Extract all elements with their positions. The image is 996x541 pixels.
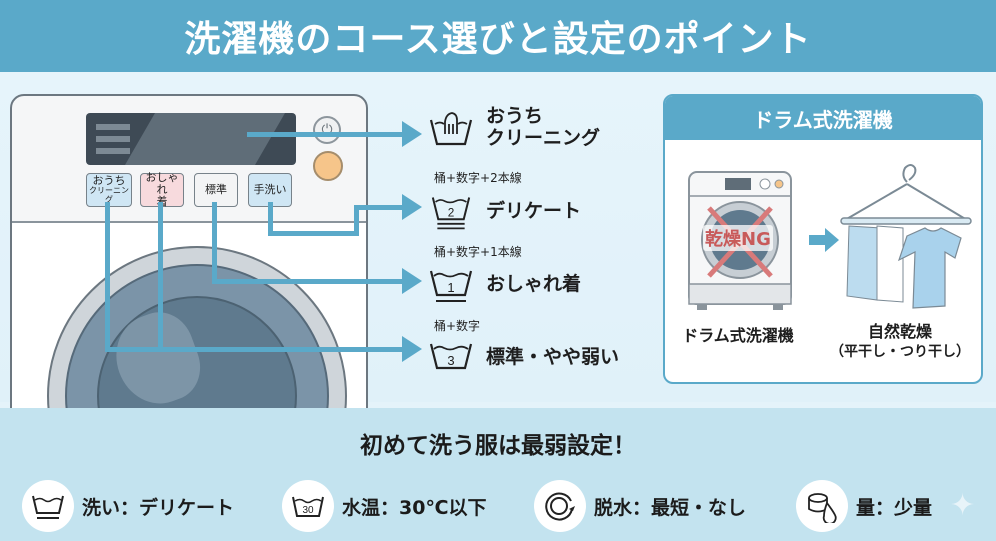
water-temp-30-icon: 30 <box>292 496 324 517</box>
hanging-laundry-illustration <box>840 164 972 309</box>
tips-heading: 初めて洗う服は最弱設定！ <box>360 433 636 459</box>
drum-washer-caption: ドラム式洗濯機 <box>682 326 794 345</box>
natural-dry-caption: 自然乾燥 （平干し・つり干し） <box>830 322 970 360</box>
symbol-caption-tub: 桶+数字 <box>434 319 481 333</box>
symbol-row-oshare: 1 おしゃれ着 <box>428 265 581 305</box>
connector-oshare-v <box>158 202 163 352</box>
start-button-illustration <box>313 151 343 181</box>
connector-handwash-h2 <box>354 205 407 210</box>
connector-standard-v <box>212 202 217 284</box>
arrow-icon <box>402 194 422 220</box>
svg-text:1: 1 <box>447 280 454 295</box>
page-title: 洗濯機のコース選びと設定のポイント <box>184 19 812 60</box>
svg-text:3: 3 <box>447 353 454 368</box>
wash-tub-icon: 3 <box>429 343 473 370</box>
symbol-row-standard: 3 標準・やや弱い <box>428 338 619 378</box>
washing-machine-illustration: ⏻ おうち クリーニング おしゃれ 着 標準 手洗い <box>10 94 368 414</box>
tips-section: 初めて洗う服は最弱設定！ 洗い：デリケート 30 水温：30℃以下 <box>0 408 996 541</box>
detergent-icon <box>808 493 837 523</box>
arrow-icon <box>402 121 422 147</box>
wash-tub-icon <box>32 495 64 519</box>
symbol-caption-1-line: 桶+数字+1本線 <box>434 245 522 259</box>
course-button-ouchi-cleaning: おうち クリーニング <box>86 173 132 207</box>
svg-text:2: 2 <box>448 206 455 220</box>
svg-text:30: 30 <box>302 505 314 516</box>
power-icon: ⏻ <box>313 116 341 144</box>
drum-washer-panel: ドラム式洗濯機 乾燥NG ドラム式洗濯機 <box>663 94 983 384</box>
tip-wash: 洗い：デリケート <box>22 480 234 532</box>
connector-standard-h <box>212 279 407 284</box>
connector-bottom-h <box>105 347 407 352</box>
sparkle-icon: ✦ <box>950 488 976 523</box>
dryer-ng-label: 乾燥NG <box>703 225 773 251</box>
wash-tub-2-lines-icon: 2 <box>431 197 471 230</box>
machine-display <box>86 113 296 165</box>
drum-panel-title: ドラム式洗濯機 <box>665 96 981 140</box>
symbol-row-delicate: 2 デリケート <box>428 192 581 232</box>
spin-icon <box>545 492 575 521</box>
hand-wash-icon <box>429 111 473 145</box>
arrow-icon <box>402 268 422 294</box>
arrow-icon <box>402 336 422 362</box>
main-area: ⏻ おうち クリーニング おしゃれ 着 標準 手洗い <box>0 72 996 414</box>
connector-display <box>247 132 407 137</box>
tip-detergent-amount: 量：少量 <box>796 480 932 532</box>
tip-water-temp: 30 水温：30℃以下 <box>282 480 486 532</box>
symbol-caption-2-lines: 桶+数字+2本線 <box>434 171 522 185</box>
connector-handwash-v2 <box>354 205 359 236</box>
right-arrow-icon <box>809 228 839 252</box>
symbol-row-ouchi-cleaning: おうち クリーニング <box>428 105 600 150</box>
tip-spin: 脱水：最短・なし <box>534 480 746 532</box>
course-button-standard: 標準 <box>194 173 238 207</box>
header: 洗濯機のコース選びと設定のポイント <box>0 0 996 72</box>
connector-handwash-h <box>268 231 356 236</box>
connector-handwash-v <box>268 202 273 236</box>
course-button-oshare: おしゃれ 着 <box>140 171 184 208</box>
wash-tub-1-line-icon: 1 <box>429 270 473 302</box>
connector-ouchi-v <box>105 202 110 352</box>
